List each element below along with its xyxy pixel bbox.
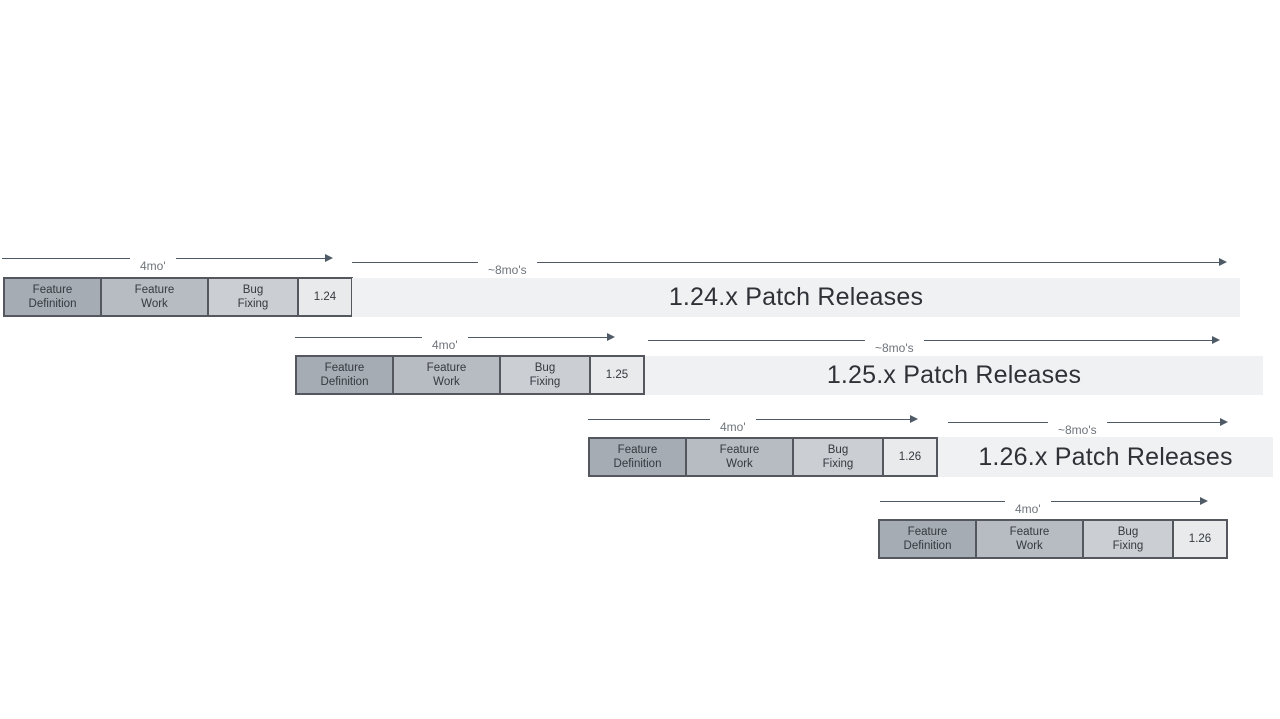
patch-window-arrow-1-24: ~8mo's bbox=[352, 254, 1227, 277]
cycle-duration-label: 4mo' bbox=[720, 420, 746, 434]
feature-definition-label: Feature Definition bbox=[320, 361, 369, 388]
arrow-head-icon bbox=[607, 333, 615, 341]
version-label: 1.25 bbox=[605, 369, 629, 381]
patch-releases-bar: 1.24.x Patch Releases bbox=[352, 278, 1240, 317]
arrow-line bbox=[536, 261, 1219, 263]
patch-releases-label: 1.24.x Patch Releases bbox=[668, 283, 924, 311]
release-cycle-boxes-1-24: Feature Definition Feature Work Bug Fixi… bbox=[3, 277, 353, 317]
feature-work-box: Feature Work bbox=[687, 439, 794, 475]
cycle-duration-label: 4mo' bbox=[432, 338, 458, 352]
patch-releases-label: 1.26.x Patch Releases bbox=[978, 442, 1233, 471]
bug-fixing-box: Bug Fixing bbox=[501, 357, 591, 393]
bug-fixing-label: Bug Fixing bbox=[529, 361, 561, 388]
feature-work-box: Feature Work bbox=[102, 279, 209, 315]
cycle-arrow-1-24: 4mo' bbox=[2, 250, 333, 273]
bug-fixing-box: Bug Fixing bbox=[794, 439, 884, 475]
cycle-arrow-1-26: 4mo' bbox=[588, 411, 918, 434]
version-box: 1.26 bbox=[1174, 521, 1226, 557]
arrow-line bbox=[948, 421, 1048, 423]
arrow-head-icon bbox=[1219, 258, 1227, 266]
feature-definition-label: Feature Definition bbox=[613, 443, 662, 470]
patch-releases-label: 1.25.x Patch Releases bbox=[826, 361, 1082, 389]
release-cycle-boxes-next: Feature Definition Feature Work Bug Fixi… bbox=[878, 519, 1228, 559]
feature-definition-label: Feature Definition bbox=[903, 525, 952, 552]
arrow-line bbox=[295, 336, 422, 338]
feature-definition-box: Feature Definition bbox=[5, 279, 102, 315]
cycle-duration-label: 4mo' bbox=[1015, 502, 1041, 516]
arrow-line bbox=[1106, 421, 1220, 423]
release-cycle-boxes-1-25: Feature Definition Feature Work Bug Fixi… bbox=[295, 355, 645, 395]
patch-window-duration-label: ~8mo's bbox=[875, 341, 914, 355]
version-label: 1.24 bbox=[313, 291, 337, 303]
patch-window-arrow-1-26: ~8mo's bbox=[948, 414, 1228, 437]
feature-definition-box: Feature Definition bbox=[590, 439, 687, 475]
feature-definition-box: Feature Definition bbox=[297, 357, 394, 393]
bug-fixing-label: Bug Fixing bbox=[237, 283, 269, 310]
arrow-line bbox=[923, 339, 1212, 341]
release-cycle-boxes-1-26: Feature Definition Feature Work Bug Fixi… bbox=[588, 437, 938, 477]
feature-work-box: Feature Work bbox=[977, 521, 1084, 557]
arrow-line bbox=[175, 257, 325, 259]
arrow-line bbox=[755, 418, 910, 420]
arrow-line bbox=[588, 418, 710, 420]
feature-definition-label: Feature Definition bbox=[28, 283, 77, 310]
arrow-head-icon bbox=[910, 415, 918, 423]
feature-work-label: Feature Work bbox=[426, 361, 467, 388]
patch-window-arrow-1-25: ~8mo's bbox=[648, 332, 1220, 355]
feature-work-label: Feature Work bbox=[134, 283, 175, 310]
arrow-line bbox=[1050, 500, 1200, 502]
feature-work-box: Feature Work bbox=[394, 357, 501, 393]
bug-fixing-label: Bug Fixing bbox=[1112, 525, 1144, 552]
patch-window-duration-label: ~8mo's bbox=[488, 263, 527, 277]
cycle-arrow-1-25: 4mo' bbox=[295, 329, 615, 352]
cycle-arrow-next: 4mo' bbox=[880, 493, 1208, 516]
arrow-head-icon bbox=[1200, 497, 1208, 505]
version-label: 1.26 bbox=[898, 451, 922, 463]
bug-fixing-box: Bug Fixing bbox=[1084, 521, 1174, 557]
arrow-head-icon bbox=[1212, 336, 1220, 344]
arrow-line bbox=[648, 339, 865, 341]
version-box: 1.25 bbox=[591, 357, 643, 393]
cycle-duration-label: 4mo' bbox=[140, 259, 166, 273]
arrow-head-icon bbox=[325, 254, 333, 262]
version-box: 1.26 bbox=[884, 439, 936, 475]
patch-releases-bar: 1.25.x Patch Releases bbox=[645, 356, 1263, 395]
bug-fixing-label: Bug Fixing bbox=[822, 443, 854, 470]
version-label: 1.26 bbox=[1188, 533, 1212, 545]
arrow-line bbox=[2, 257, 130, 259]
patch-releases-bar: 1.26.x Patch Releases bbox=[938, 437, 1273, 477]
bug-fixing-box: Bug Fixing bbox=[209, 279, 299, 315]
feature-work-label: Feature Work bbox=[719, 443, 760, 470]
patch-window-duration-label: ~8mo's bbox=[1058, 423, 1097, 437]
arrow-line bbox=[352, 261, 478, 263]
arrow-line bbox=[880, 500, 1005, 502]
feature-work-label: Feature Work bbox=[1009, 525, 1050, 552]
feature-definition-box: Feature Definition bbox=[880, 521, 977, 557]
arrow-line bbox=[467, 336, 607, 338]
version-box: 1.24 bbox=[299, 279, 351, 315]
arrow-head-icon bbox=[1220, 418, 1228, 426]
